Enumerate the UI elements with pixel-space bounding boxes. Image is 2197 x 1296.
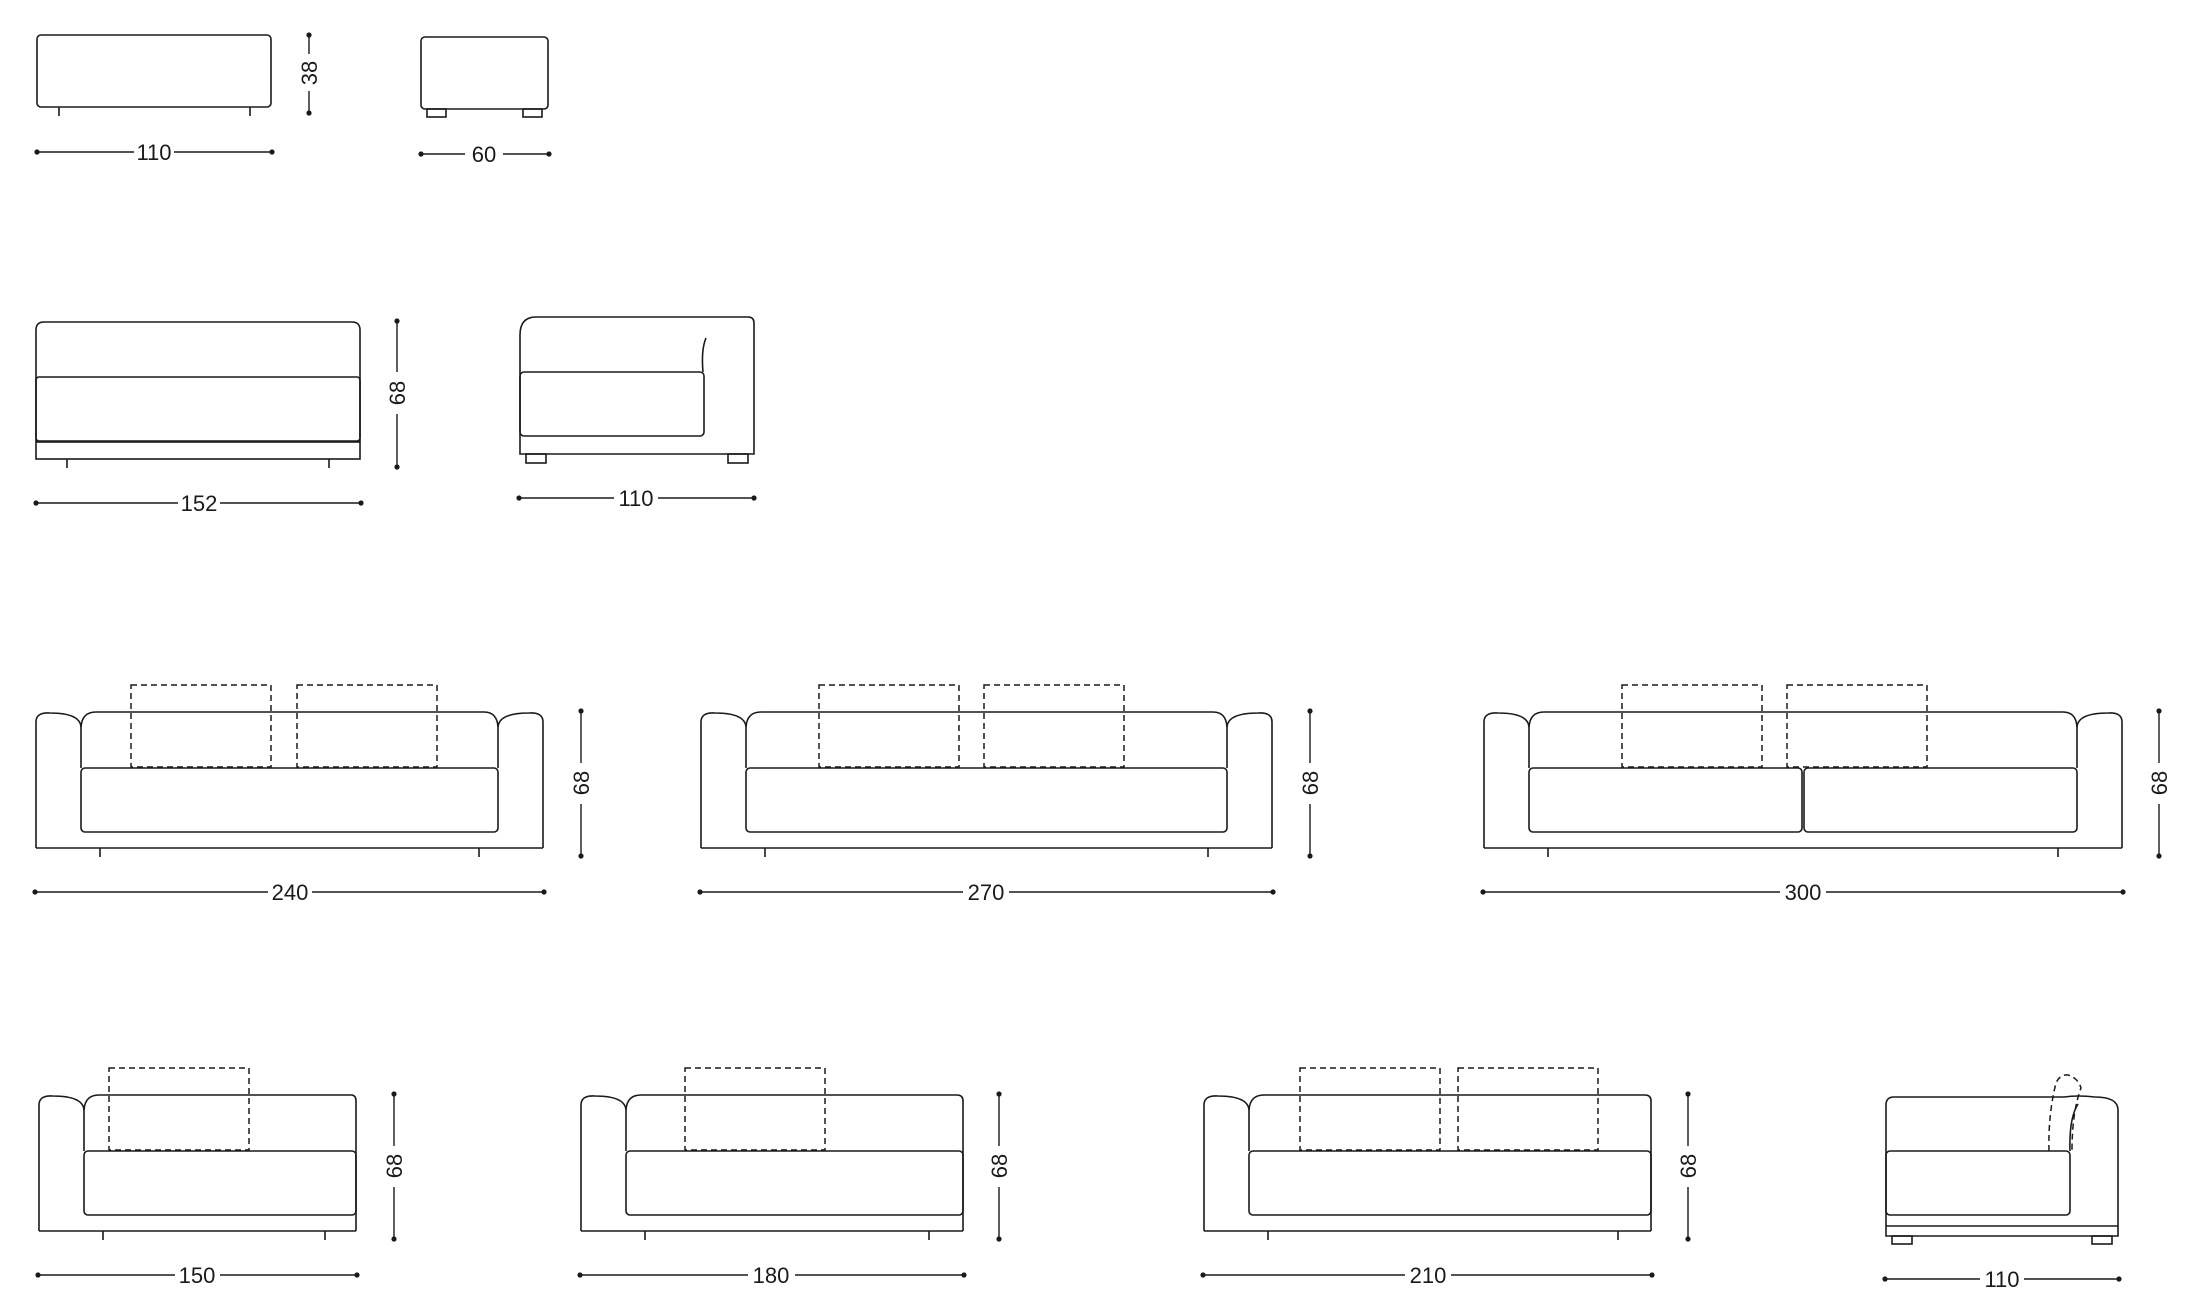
module-sofa-180: 180 68 [577, 1067, 1012, 1288]
width-dimension: 210 [1200, 1263, 1655, 1288]
width-dimension: 300 [1480, 880, 2126, 905]
height-dimension: 68 [385, 318, 410, 470]
height-dimension: 68 [382, 1091, 407, 1242]
module-sofa-240: 240 68 [32, 684, 594, 905]
height-label: 68 [382, 1154, 407, 1178]
width-label: 110 [1984, 1267, 2019, 1292]
width-label: 150 [179, 1263, 216, 1288]
module-chaise-110: 110 [516, 316, 757, 511]
height-label: 68 [987, 1154, 1012, 1178]
module-sofa-210: 210 68 [1200, 1067, 1701, 1288]
height-dimension: 68 [1676, 1091, 1701, 1242]
height-dimension: 38 [297, 32, 322, 116]
width-label: 110 [136, 140, 171, 165]
width-label: 210 [1410, 1263, 1447, 1288]
width-dimension: 180 [577, 1263, 967, 1288]
module-pouf-60: 60 [418, 36, 552, 167]
width-label: 300 [1785, 880, 1822, 905]
width-dimension: 110 [516, 486, 757, 511]
width-dimension: 150 [35, 1263, 360, 1288]
module-sofa-152: 152 68 [33, 318, 410, 516]
width-label: 180 [753, 1263, 790, 1288]
module-sofa-150: 150 68 [35, 1067, 407, 1288]
width-dimension: 152 [33, 491, 364, 516]
width-dimension: 270 [697, 880, 1276, 905]
width-dimension: 110 [34, 140, 275, 165]
module-sofa-270: 270 68 [697, 684, 1323, 905]
module-sofa-300: 300 68 [1480, 684, 2172, 905]
height-label: 68 [1676, 1154, 1701, 1178]
height-dimension: 68 [987, 1091, 1012, 1242]
width-label: 110 [618, 486, 653, 511]
height-label: 68 [385, 381, 410, 405]
height-dimension: 68 [2147, 708, 2172, 859]
height-label: 68 [2147, 771, 2172, 795]
width-label: 240 [272, 880, 309, 905]
height-label: 68 [569, 771, 594, 795]
width-dimension: 110 [1882, 1267, 2122, 1292]
height-dimension: 68 [1298, 708, 1323, 859]
height-label: 38 [297, 61, 322, 85]
width-dimension: 60 [418, 142, 552, 167]
width-dimension: 240 [32, 880, 547, 905]
width-label: 270 [968, 880, 1005, 905]
height-label: 68 [1298, 771, 1323, 795]
height-dimension: 68 [569, 708, 594, 859]
module-end-110: 110 [1882, 1074, 2122, 1292]
width-label: 152 [181, 491, 218, 516]
width-label: 60 [472, 142, 496, 167]
module-pouf-110: 110 38 [34, 32, 322, 165]
